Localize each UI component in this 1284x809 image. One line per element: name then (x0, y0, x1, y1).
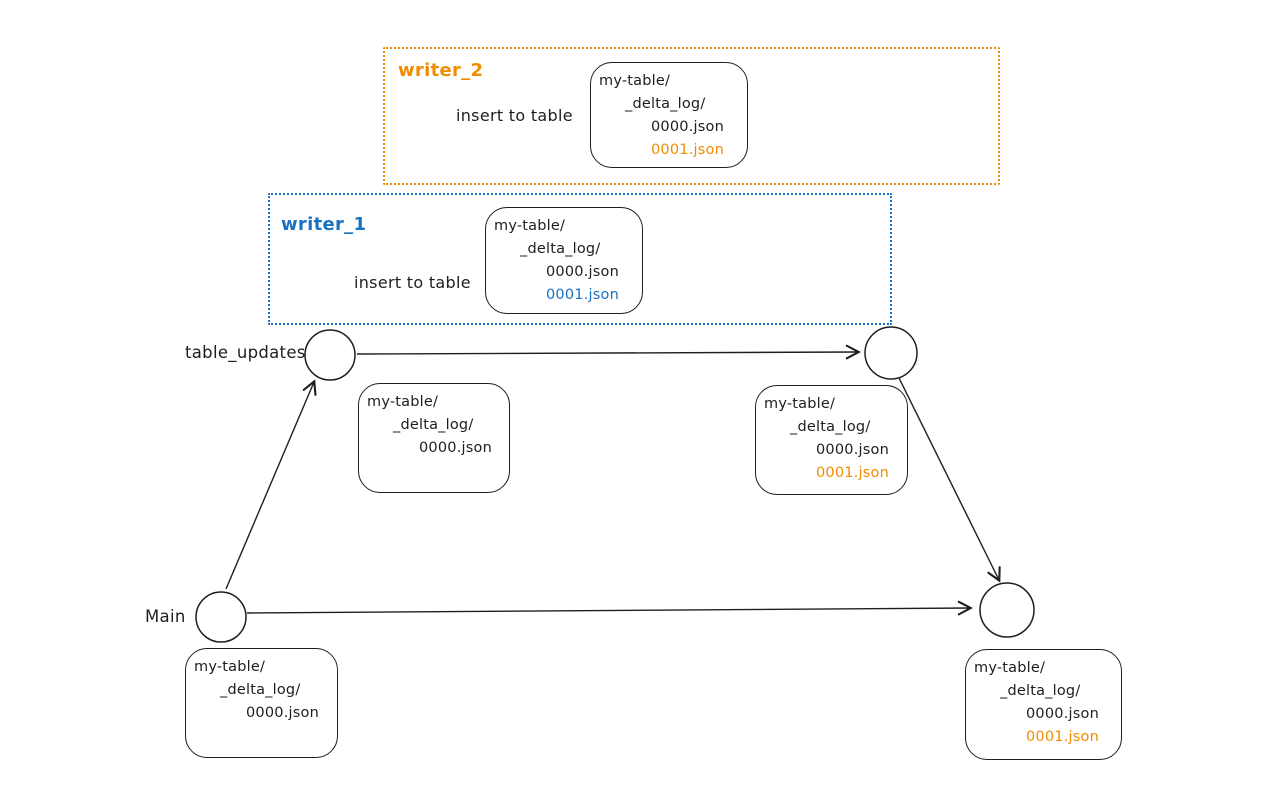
node-main-start (195, 591, 247, 643)
writer-2-panel (383, 47, 1000, 185)
arrow-main-commit (246, 608, 970, 613)
file-line: _delta_log/ (1000, 683, 1081, 699)
file-line-new-commit: 0001.json (1026, 729, 1099, 745)
arrow-merge-to-main (898, 377, 999, 580)
writer-2-action-label: insert to table (456, 106, 573, 125)
node-table-updates-start (304, 329, 356, 381)
branch-label-main: Main (145, 607, 186, 626)
file-line: 0000.json (419, 440, 492, 456)
file-line: 0000.json (816, 442, 889, 458)
node-main-end (979, 582, 1035, 638)
writer-1-panel (268, 193, 892, 325)
file-line-new-commit: 0001.json (816, 465, 889, 481)
file-line: 0000.json (651, 119, 724, 135)
writer-1-file-box: my-table/ _delta_log/ 0000.json 0001.jso… (485, 207, 643, 314)
file-line: my-table/ (599, 73, 671, 89)
writer-2-label: writer_2 (398, 60, 484, 81)
file-line: 0000.json (246, 705, 319, 721)
file-line: _delta_log/ (393, 417, 474, 433)
writer-2-file-box: my-table/ _delta_log/ 0000.json 0001.jso… (590, 62, 748, 168)
writer-1-label: writer_1 (281, 214, 367, 235)
file-line: _delta_log/ (790, 419, 871, 435)
file-line: my-table/ (367, 394, 439, 410)
branch-label-table-updates: table_updates (185, 343, 306, 362)
main-start-file-box: my-table/ _delta_log/ 0000.json (185, 648, 338, 758)
file-line: _delta_log/ (220, 682, 301, 698)
node-table-updates-end (864, 326, 918, 380)
file-line: my-table/ (974, 660, 1046, 676)
file-line: my-table/ (764, 396, 836, 412)
file-line: 0000.json (1026, 706, 1099, 722)
file-line-new-commit: 0001.json (651, 142, 724, 158)
file-line: _delta_log/ (520, 241, 601, 257)
file-line: my-table/ (494, 218, 566, 234)
file-line-new-commit: 0001.json (546, 287, 619, 303)
file-line: my-table/ (194, 659, 266, 675)
table-updates-start-file-box: my-table/ _delta_log/ 0000.json (358, 383, 510, 493)
writer-1-action-label: insert to table (354, 273, 471, 292)
file-line: _delta_log/ (625, 96, 706, 112)
main-end-file-box: my-table/ _delta_log/ 0000.json 0001.jso… (965, 649, 1122, 760)
arrow-table-updates-commit (356, 352, 858, 354)
arrow-branch-from-main (225, 382, 314, 590)
file-line: 0000.json (546, 264, 619, 280)
table-updates-end-file-box: my-table/ _delta_log/ 0000.json 0001.jso… (755, 385, 908, 495)
